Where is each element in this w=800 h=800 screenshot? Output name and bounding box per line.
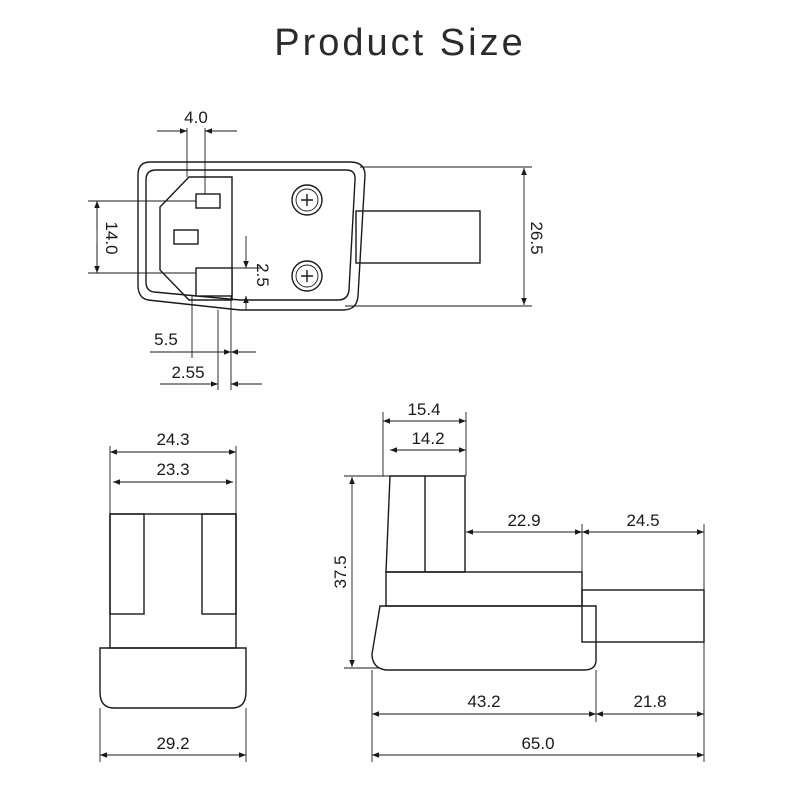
front-base (99, 647, 247, 709)
dim-bottom-b: 2.55 (171, 363, 204, 382)
dim-mid-length: 22.9 (507, 511, 540, 530)
dim-body-length: 43.2 (467, 692, 500, 711)
dim-inner-width: 23.3 (156, 460, 189, 479)
side-view: 15.4 14.2 37.5 22.9 24.5 43.2 21. (331, 400, 705, 762)
screw-bottom-icon (291, 260, 323, 292)
dim-base-width: 29.2 (156, 734, 189, 753)
top-view: 4.0 14.0 26.5 2.5 5.5 (88, 108, 546, 390)
dim-height: 37.5 (331, 555, 350, 588)
dim-left-height: 14.0 (102, 221, 121, 254)
front-slot-left (109, 513, 145, 615)
dim-right-height: 26.5 (527, 221, 546, 254)
dim-pin-offset: 2.5 (253, 263, 272, 287)
page-title: Product Size (274, 22, 526, 64)
dim-top-inner: 14.2 (411, 429, 444, 448)
dim-cable-length: 24.5 (626, 511, 659, 530)
plug-inner-outline (145, 169, 356, 301)
dim-cable-bottom: 21.8 (633, 692, 666, 711)
plug-outline (137, 161, 366, 311)
dim-outer-width: 24.3 (156, 430, 189, 449)
side-base (371, 605, 597, 671)
socket-face (159, 176, 233, 301)
front-slot-right (201, 513, 237, 615)
screw-top-icon (291, 184, 323, 216)
dim-bottom-a: 5.5 (154, 330, 178, 349)
dim-top-outer: 15.4 (407, 400, 440, 419)
front-view: 24.3 23.3 29.2 (99, 430, 247, 762)
dim-pin-spacing: 4.0 (184, 108, 208, 127)
pin-top (195, 193, 221, 209)
dim-total-length: 65.0 (521, 734, 554, 753)
side-mid-block (385, 571, 583, 607)
side-cable (581, 589, 705, 643)
pin-left (173, 229, 199, 245)
cable-stub (355, 210, 481, 264)
pin-earth (195, 267, 233, 297)
front-body (109, 513, 237, 649)
